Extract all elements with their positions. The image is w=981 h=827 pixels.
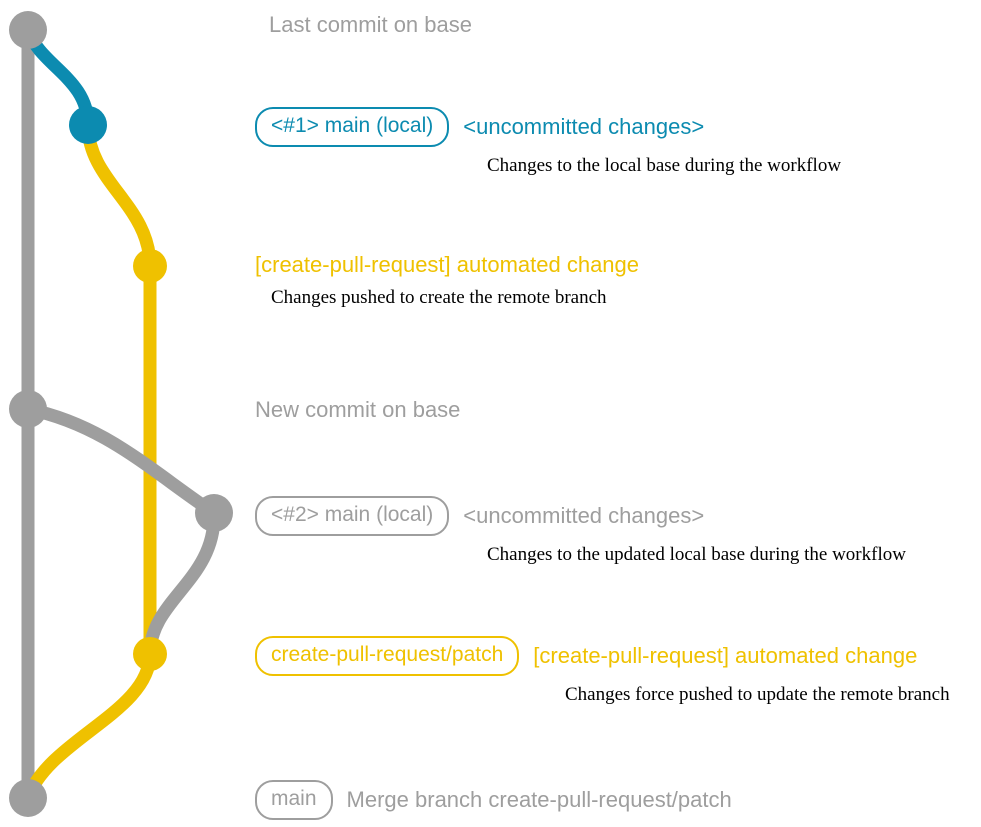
entry-headline: Merge branch create-pull-request/patch: [346, 787, 732, 812]
commit-node-automated-change-2[interactable]: [133, 637, 167, 671]
branch-badge-main-local-1[interactable]: <#1> main (local): [255, 107, 450, 147]
entry-automated-change-1: [create-pull-request] automated change C…: [255, 252, 639, 309]
commit-node-local-commit-1[interactable]: [69, 106, 107, 144]
entry-headline: Last commit on base: [269, 12, 472, 37]
entry-headline: New commit on base: [255, 397, 461, 422]
entry-subline: Changes to the updated local base during…: [487, 544, 906, 565]
entry-local-commit-1: <#1> main (local) <uncommitted changes> …: [255, 107, 841, 177]
entry-subline: Changes pushed to create the remote bran…: [271, 287, 607, 308]
edge-base-to-local2: [21, 402, 221, 520]
entry-headline: [create-pull-request] automated change: [255, 252, 640, 277]
edge-local2-to-patch2: [143, 506, 221, 661]
edge-local1-to-patch1: [81, 118, 157, 273]
edge-patch2-to-merge: [21, 647, 157, 805]
entry-subline: Changes force pushed to update the remot…: [565, 684, 950, 705]
entry-last-commit-on-base: Last commit on base: [255, 12, 472, 38]
commit-node-new-commit-on-base[interactable]: [9, 390, 47, 428]
branch-badge-main-local-2[interactable]: <#2> main (local): [255, 496, 450, 536]
entry-subline: Changes to the local base during the wor…: [487, 155, 842, 176]
entry-headline: [create-pull-request] automated change: [533, 643, 918, 668]
commit-node-automated-change-1[interactable]: [133, 249, 167, 283]
commit-node-last-commit-on-base[interactable]: [9, 11, 47, 49]
entry-headline: <uncommitted changes>: [463, 503, 705, 528]
branch-badge-create-pull-request-patch[interactable]: create-pull-request/patch: [255, 636, 520, 676]
entry-local-commit-2: <#2> main (local) <uncommitted changes> …: [255, 496, 906, 566]
commit-node-local-commit-2[interactable]: [195, 494, 233, 532]
entry-merge-commit: main Merge branch create-pull-request/pa…: [255, 780, 732, 820]
entry-headline: <uncommitted changes>: [463, 114, 705, 139]
branch-badge-main[interactable]: main: [255, 780, 333, 820]
entry-automated-change-2: create-pull-request/patch [create-pull-r…: [255, 636, 950, 706]
entry-new-commit-on-base: New commit on base: [255, 397, 460, 423]
commit-node-merge[interactable]: [9, 779, 47, 817]
